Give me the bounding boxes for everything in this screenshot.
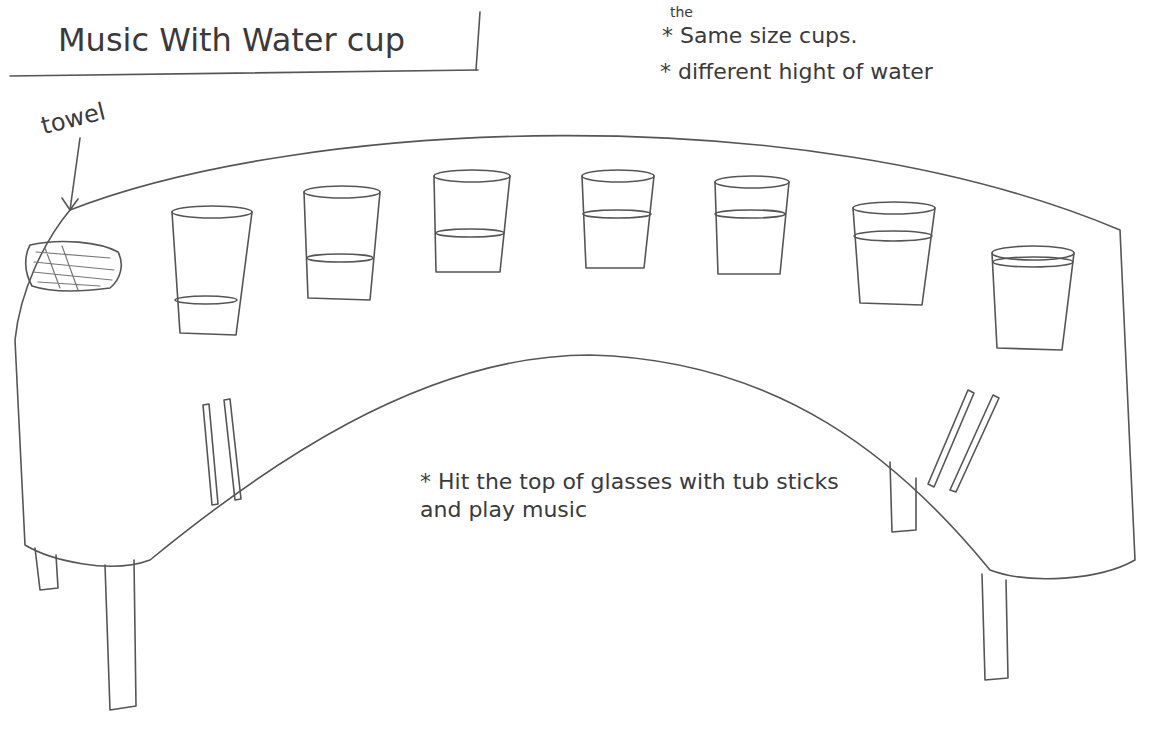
table-leg xyxy=(105,560,136,710)
table-leg xyxy=(890,462,916,532)
towel xyxy=(26,241,122,290)
stick xyxy=(224,399,241,500)
title-frame xyxy=(476,12,480,70)
insertion-note: the xyxy=(670,4,693,22)
water-cup xyxy=(172,206,252,335)
note: * different hight of water xyxy=(660,58,933,86)
towel-shading xyxy=(33,246,114,290)
note: * Same size cups. xyxy=(662,22,858,50)
water-cup xyxy=(853,202,935,305)
title: Music With Water cup xyxy=(58,20,405,60)
arrow-head xyxy=(62,198,78,210)
part-label: towel xyxy=(38,96,108,141)
water-cup xyxy=(582,170,654,268)
table-top xyxy=(15,136,1135,579)
table-leg xyxy=(982,574,1008,680)
instruction-note: * Hit the top of glasses with tub sticks… xyxy=(420,468,870,523)
table-leg xyxy=(35,548,58,590)
water-cup xyxy=(434,170,510,272)
stick xyxy=(203,404,218,505)
water-cup xyxy=(715,176,789,274)
title-underline xyxy=(10,70,478,76)
water-cup xyxy=(992,246,1074,350)
stick xyxy=(928,390,974,487)
stick xyxy=(950,395,999,492)
water-cup xyxy=(304,186,380,300)
